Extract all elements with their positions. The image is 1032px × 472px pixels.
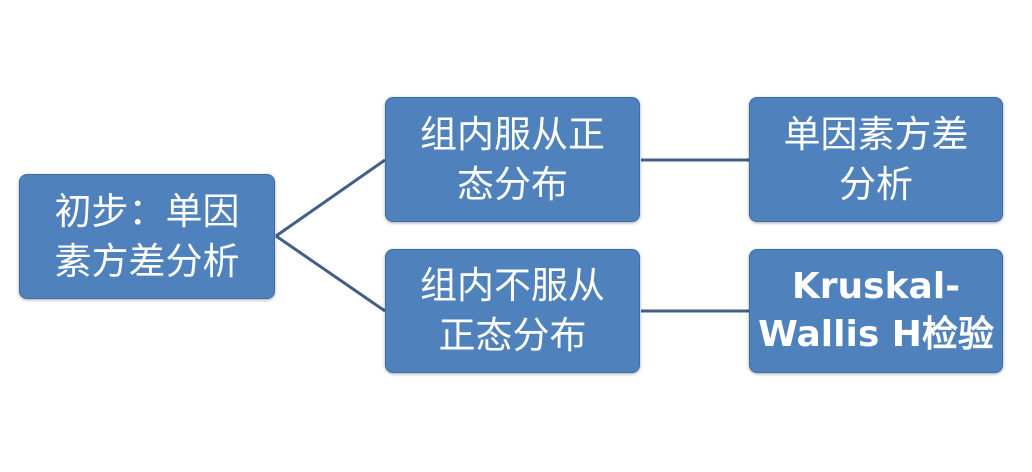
leaf-node-one-way-anova: 单因素方差 分析 xyxy=(749,97,1003,222)
branch-node-normal-distribution: 组内服从正 态分布 xyxy=(385,97,640,222)
connector-root-to-nonnormal xyxy=(275,234,386,313)
leaf-node-kruskal-label: Kruskal- Wallis H检验 xyxy=(758,266,994,355)
connector-root-to-normal xyxy=(275,158,386,238)
branch-node-non-normal-distribution: 组内不服从 正态分布 xyxy=(385,249,640,373)
leaf-node-kruskal-wallis: Kruskal- Wallis H检验 xyxy=(749,249,1003,373)
root-node-label: 初步：单因 素方差分析 xyxy=(54,189,240,283)
branch-node-non-normal-label: 组内不服从 正态分布 xyxy=(420,264,605,357)
leaf-node-anova-label: 单因素方差 分析 xyxy=(783,112,969,206)
root-node-initial-anova: 初步：单因 素方差分析 xyxy=(19,174,275,299)
branch-node-normal-label: 组内服从正 态分布 xyxy=(420,112,605,206)
